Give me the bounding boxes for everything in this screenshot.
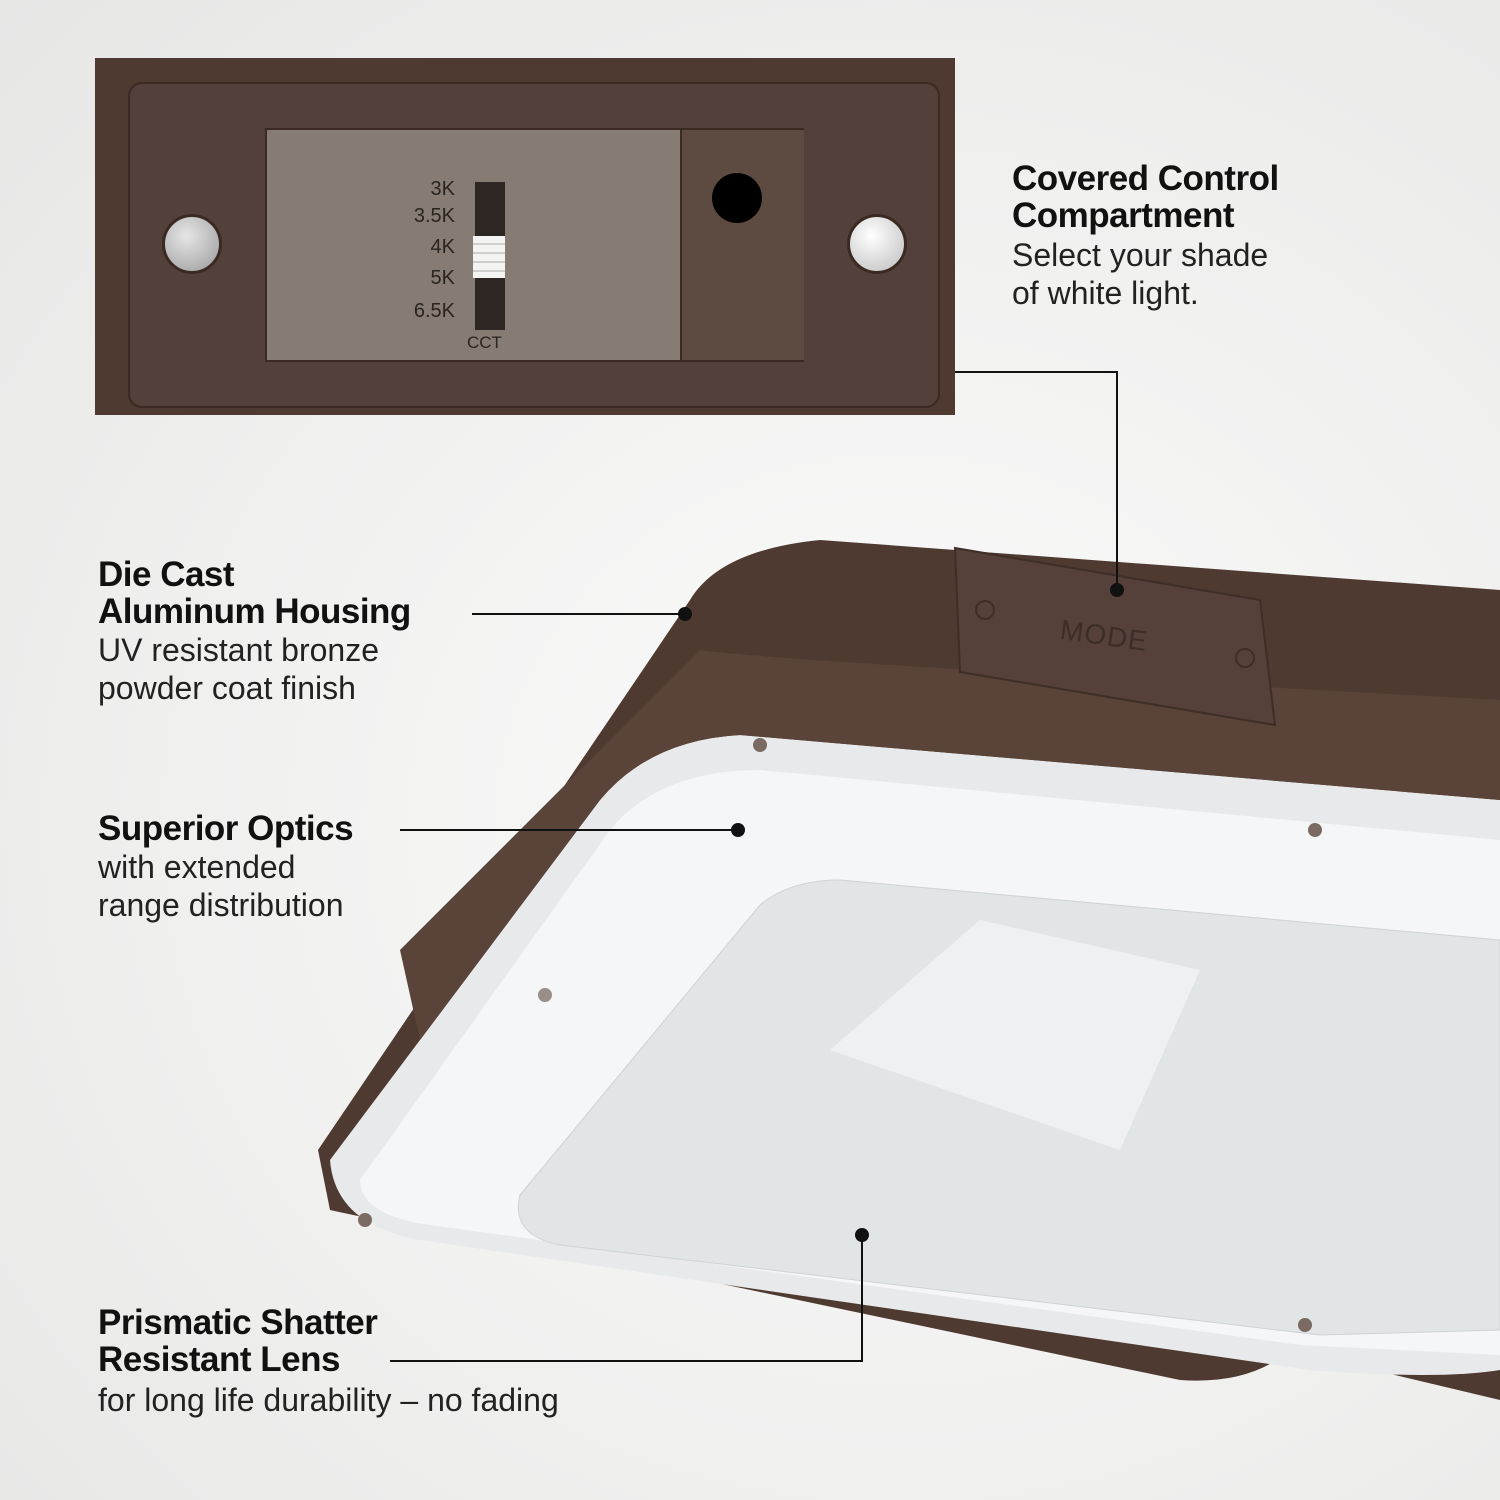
leader-control xyxy=(955,371,1118,590)
screw-icon xyxy=(847,214,907,274)
light-fixture xyxy=(318,540,1500,1400)
feature-lens: Prismatic Shatter Resistant Lens for lon… xyxy=(98,1304,559,1419)
feature-title: Prismatic Shatter xyxy=(98,1303,378,1342)
cct-label: 3K xyxy=(430,178,455,200)
cct-label: 5K xyxy=(430,267,455,289)
leader-dot xyxy=(731,823,745,837)
feature-body: for long life durability – no fading xyxy=(98,1382,559,1418)
feature-optics: Superior Optics with extended range dist… xyxy=(98,809,354,924)
feature-title: Covered Control xyxy=(1012,159,1279,198)
feature-control-compartment: Covered Control Compartment Select your … xyxy=(1012,160,1279,312)
feature-title: Die Cast xyxy=(98,555,235,594)
cct-label: 3.5K xyxy=(413,205,455,227)
feature-body: with extended xyxy=(98,849,296,885)
cct-label: 6.5K xyxy=(413,300,455,322)
leader-dot xyxy=(855,1228,869,1242)
feature-title: Aluminum Housing xyxy=(98,592,411,631)
feature-housing: Die Cast Aluminum Housing UV resistant b… xyxy=(98,556,411,707)
leader-dot xyxy=(1110,583,1124,597)
feature-body: of white light. xyxy=(1012,275,1199,311)
leader-dot xyxy=(678,607,692,621)
cct-caption: CCT xyxy=(467,333,502,352)
leader-lens xyxy=(390,1235,863,1362)
feature-body: Select your shade xyxy=(1012,237,1269,273)
feature-body: UV resistant bronze xyxy=(98,632,380,668)
cct-switch-slider[interactable] xyxy=(473,236,505,278)
control-compartment-inset: 3K 3.5K 4K 5K 6.5K CCT xyxy=(95,58,955,415)
feature-body: range distribution xyxy=(98,887,344,923)
screw-icon xyxy=(162,214,222,274)
cct-label: 4K xyxy=(430,236,455,258)
feature-body: powder coat finish xyxy=(98,670,356,706)
sensor-hole xyxy=(712,173,762,223)
feature-title: Superior Optics xyxy=(98,809,354,848)
feature-title: Compartment xyxy=(1012,196,1235,235)
feature-title: Resistant Lens xyxy=(98,1340,340,1379)
cct-panel: 3K 3.5K 4K 5K 6.5K CCT xyxy=(265,128,804,362)
